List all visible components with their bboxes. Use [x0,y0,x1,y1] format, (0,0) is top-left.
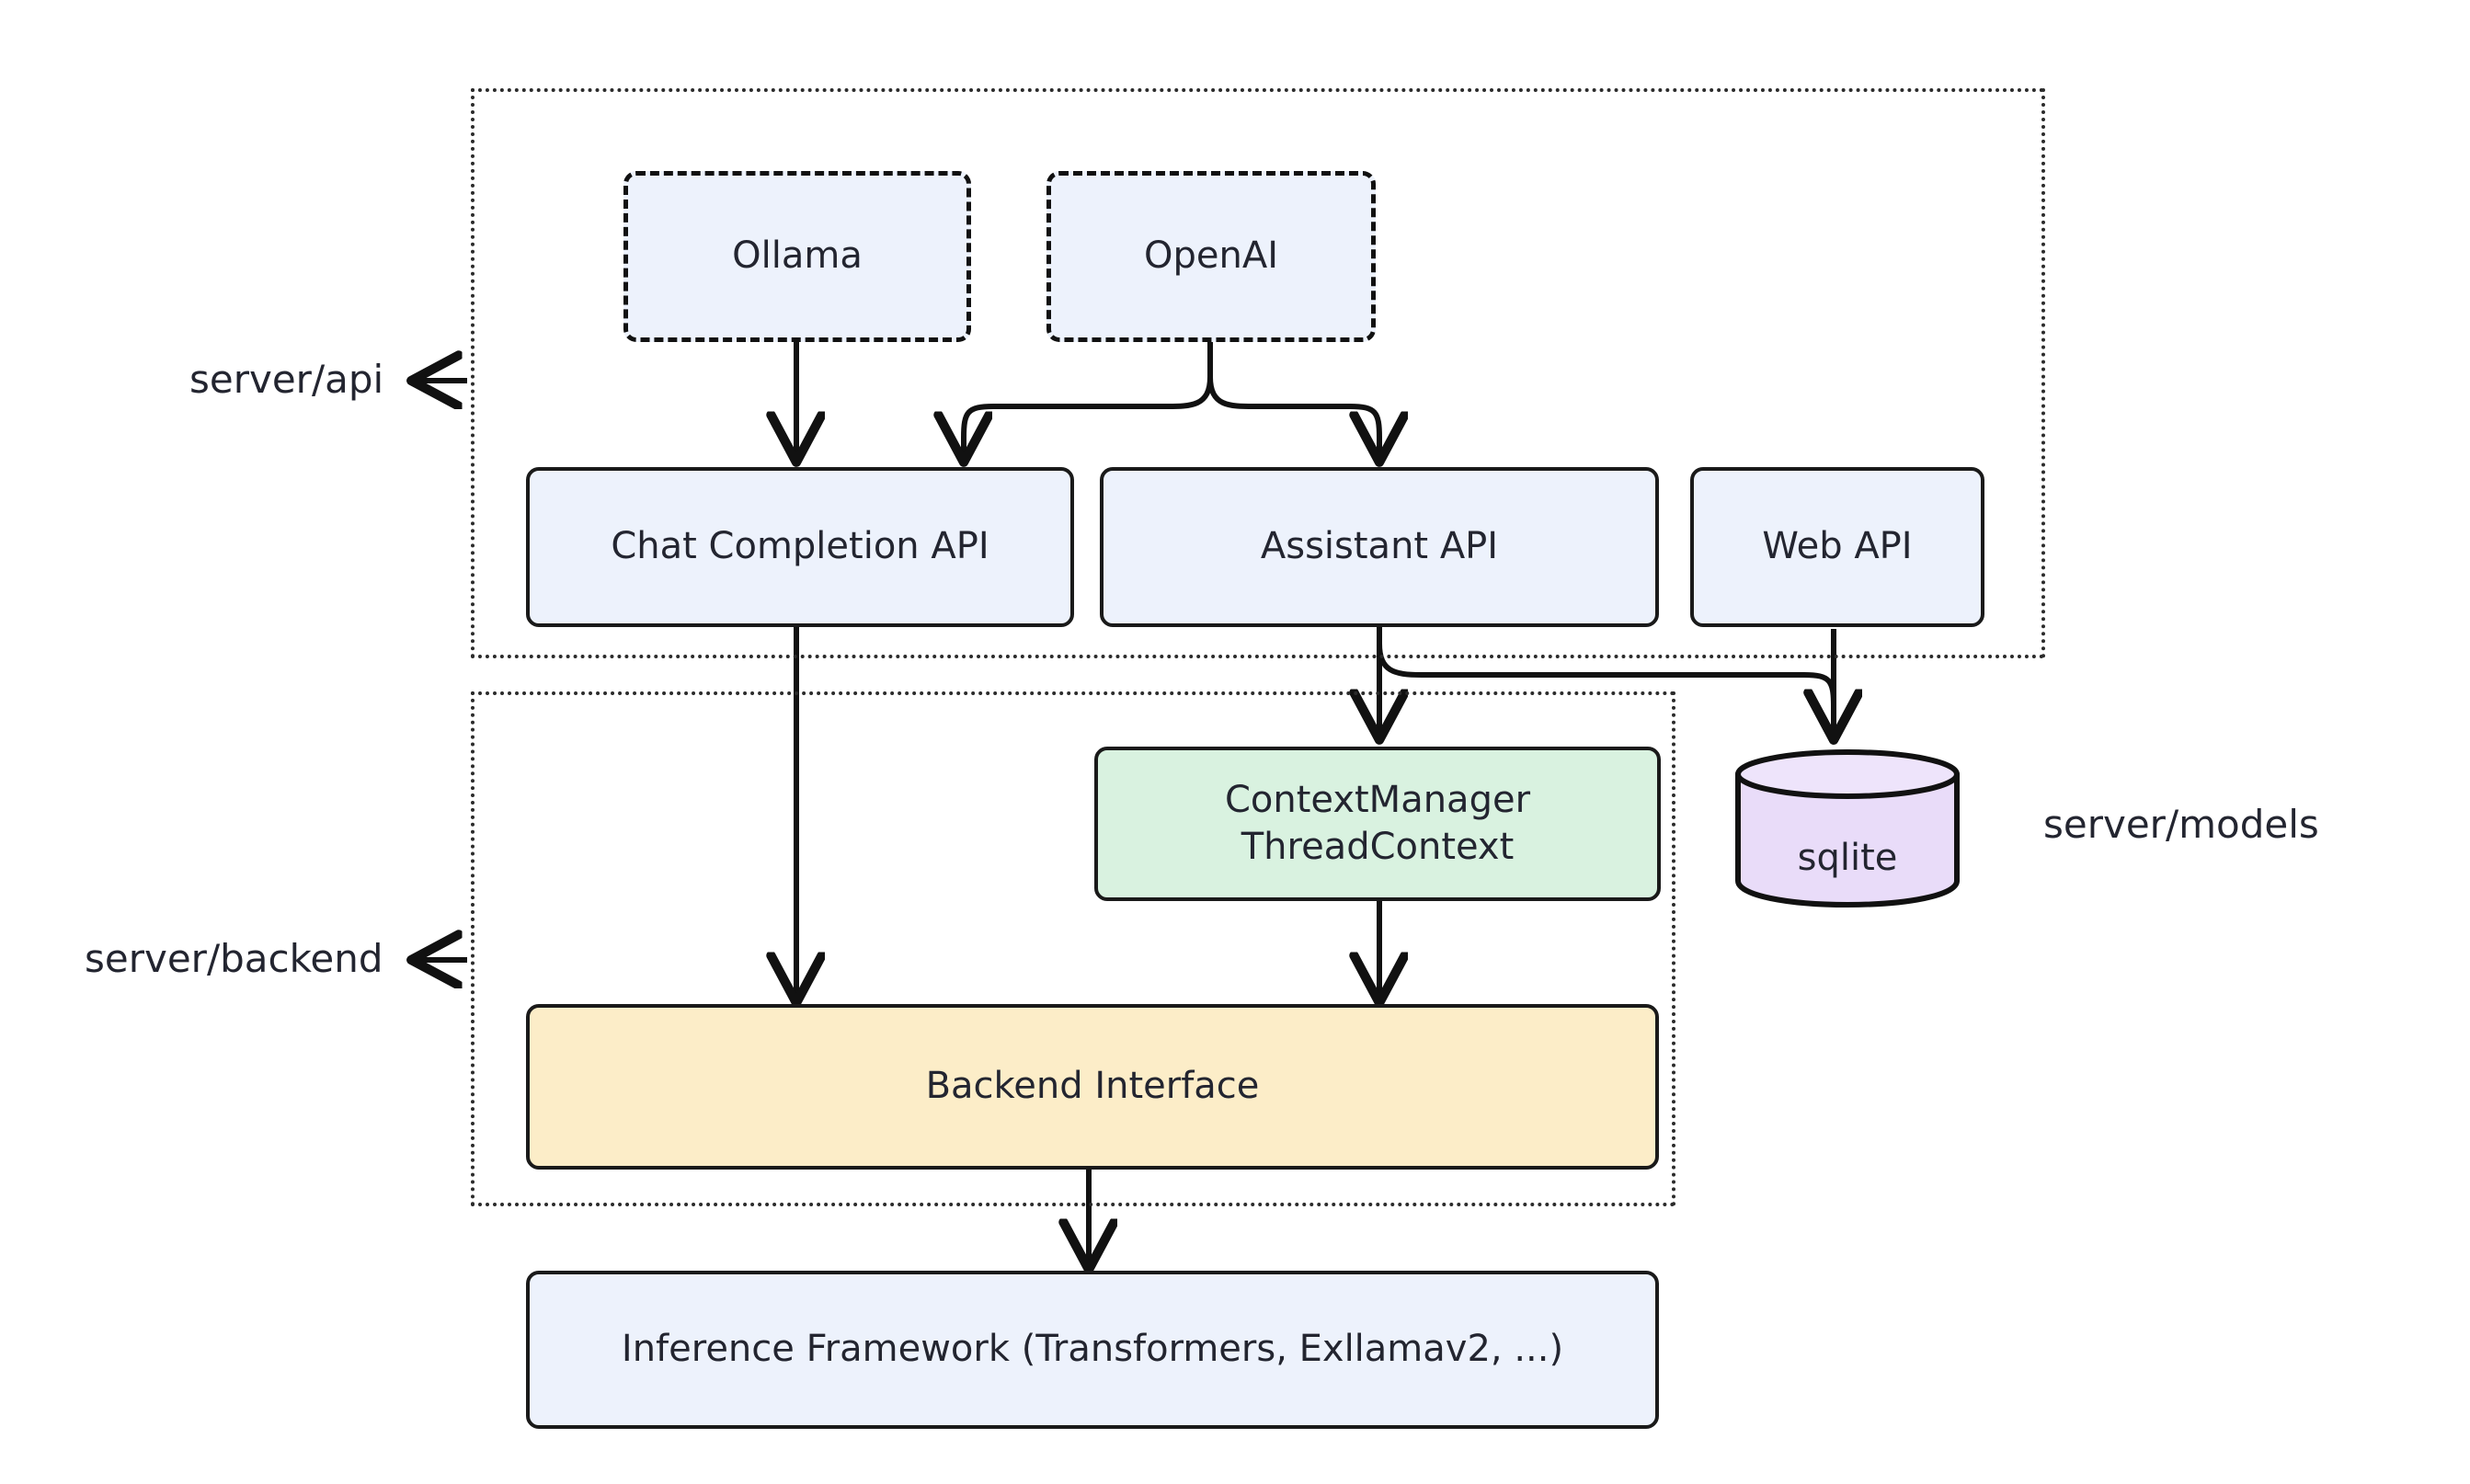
node-chat-completion-api[interactable]: Chat Completion API [526,467,1074,627]
node-openai-label: OpenAI [1144,234,1278,278]
label-server-api: server/api [189,357,383,402]
node-ollama[interactable]: Ollama [623,171,971,342]
label-server-models: server/models [2043,802,2319,847]
node-openai[interactable]: OpenAI [1046,171,1376,342]
node-assistant-api-label: Assistant API [1260,525,1499,568]
node-context-manager[interactable]: ContextManager ThreadContext [1094,747,1661,901]
node-ollama-label: Ollama [732,234,863,278]
group-server-api [471,88,2045,658]
label-server-backend: server/backend [85,936,383,981]
node-web-api[interactable]: Web API [1690,467,1984,627]
cylinder-shape [1735,749,1960,908]
group-server-backend [471,691,1675,1206]
label-server-backend-text: server/backend [85,936,383,981]
node-inference-framework-label: Inference Framework (Transformers, Exlla… [621,1328,1564,1371]
node-context-manager-line1: ContextManager [1224,778,1531,821]
node-assistant-api[interactable]: Assistant API [1100,467,1659,627]
node-chat-completion-api-label: Chat Completion API [611,525,989,568]
node-sqlite[interactable]: sqlite [1732,747,1962,908]
node-backend-interface[interactable]: Backend Interface [526,1004,1659,1170]
node-context-manager-line2: ThreadContext [1241,826,1515,868]
node-web-api-label: Web API [1762,525,1913,568]
node-inference-framework[interactable]: Inference Framework (Transformers, Exlla… [526,1271,1659,1429]
node-backend-interface-label: Backend Interface [925,1065,1260,1108]
label-server-models-text: server/models [2043,802,2319,847]
label-server-api-text: server/api [189,357,384,402]
